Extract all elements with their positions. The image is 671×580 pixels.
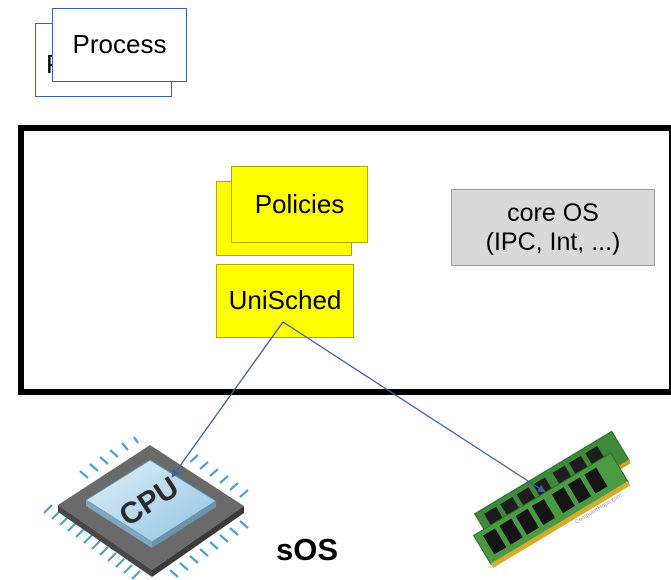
unisched-label: UniSched bbox=[228, 285, 342, 316]
core-os-label: core OS (IPC, Int, ...) bbox=[485, 198, 621, 256]
sos-label: sOS bbox=[276, 532, 339, 567]
core-os-box: core OS (IPC, Int, ...) bbox=[451, 189, 655, 266]
policies-box: Policies bbox=[231, 166, 368, 243]
arrow-to-ram bbox=[282, 321, 546, 493]
process-box: Process bbox=[52, 8, 187, 82]
ram-icon: ComputerHope.com bbox=[472, 430, 631, 568]
unisched-box: UniSched bbox=[216, 264, 354, 338]
policies-label: Policies bbox=[254, 188, 345, 219]
cpu-chip-icon: CPU bbox=[43, 436, 249, 580]
process-label: Process bbox=[72, 29, 167, 60]
arrow-to-cpu bbox=[171, 321, 284, 478]
